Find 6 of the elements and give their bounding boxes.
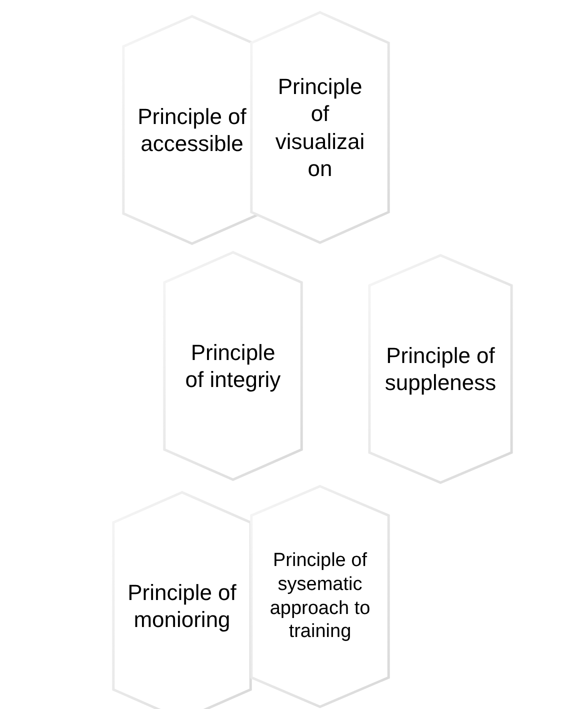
hexagon-label: Principle of monioring xyxy=(126,578,238,634)
hexagon-label: Principle of accessible xyxy=(136,102,248,158)
hexagon-label: Principle of sysematic approach to training xyxy=(268,549,372,644)
hexagon-label: Principle of suppleness xyxy=(384,342,498,396)
hexagon-label: Principle of integriy xyxy=(184,338,282,394)
hexagon-label: Principle of visualizai on xyxy=(274,72,366,182)
